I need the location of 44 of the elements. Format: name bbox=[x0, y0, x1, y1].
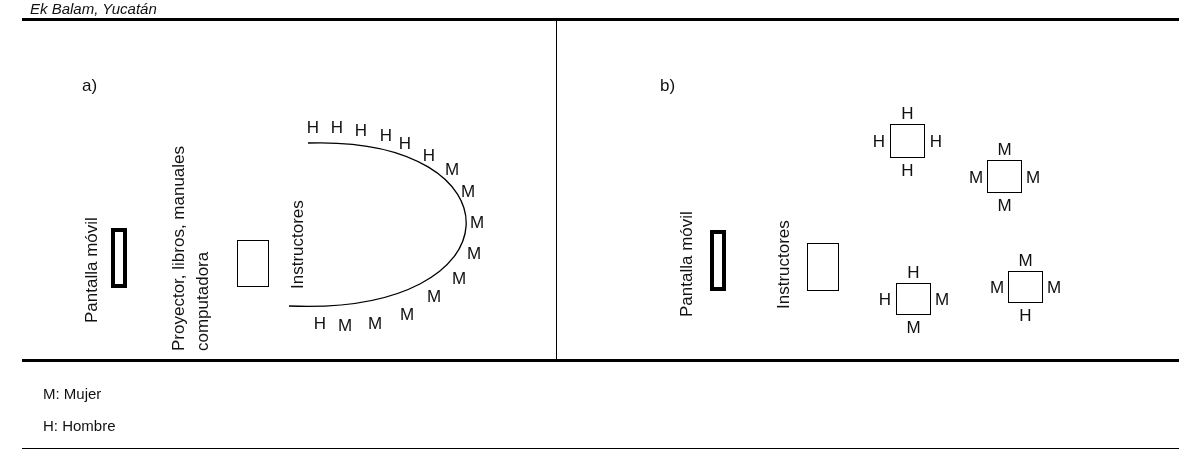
seat-letter: M bbox=[451, 269, 467, 287]
screen-label: Pantalla móvil bbox=[676, 210, 697, 317]
seat-letter: M bbox=[367, 314, 383, 332]
seat-letter: H bbox=[901, 161, 914, 179]
seat-letter: M bbox=[906, 318, 921, 336]
seat-letter: M bbox=[399, 305, 415, 323]
seat-letter: M bbox=[1046, 278, 1062, 296]
seat-letter: M bbox=[466, 244, 482, 262]
seat-letter: H bbox=[379, 126, 393, 144]
instructors-label: Instructores bbox=[287, 199, 308, 289]
seat-letter: M bbox=[989, 278, 1005, 296]
seat-letter: M bbox=[337, 316, 353, 334]
seat-letter: M bbox=[1018, 251, 1033, 269]
seat-letter: M bbox=[469, 213, 485, 231]
seat-letter: M bbox=[968, 168, 984, 185]
key-text: M: Mujer bbox=[43, 385, 102, 402]
seat-letter: M bbox=[444, 160, 460, 178]
panel-letter: a) bbox=[82, 76, 98, 96]
seat-letter: H bbox=[398, 134, 412, 152]
equipment-label: Proyector, libros, manuales computadora bbox=[168, 144, 213, 351]
seat-letter: M bbox=[934, 290, 950, 308]
seat-letter: M bbox=[460, 182, 476, 200]
panel-frame bbox=[22, 18, 557, 362]
seat-letter: H bbox=[313, 314, 327, 332]
key-text: H: Hombre bbox=[43, 417, 116, 434]
seat-letter: H bbox=[901, 104, 914, 122]
seat-letter: H bbox=[354, 121, 368, 139]
seat-letter: H bbox=[1019, 306, 1032, 324]
seat-letter: H bbox=[878, 290, 892, 308]
seat-letter: H bbox=[306, 118, 320, 136]
seat-letter: M bbox=[1025, 168, 1041, 185]
seat-letter: H bbox=[929, 132, 943, 150]
seat-letter: M bbox=[997, 140, 1012, 158]
panel-frame bbox=[557, 18, 1179, 362]
screen-label: Pantalla móvil bbox=[81, 216, 102, 323]
instructors-label: Instructores bbox=[773, 219, 794, 309]
seat-letter: H bbox=[872, 132, 886, 150]
seat-letter: M bbox=[997, 196, 1012, 214]
seat-letter: H bbox=[907, 263, 920, 281]
heading-text: Ek Balam, Yucatán bbox=[30, 0, 157, 17]
seat-letter: H bbox=[422, 146, 436, 164]
seat-letter: M bbox=[426, 287, 442, 305]
seat-letter: H bbox=[330, 118, 344, 136]
panel-letter: b) bbox=[660, 76, 676, 96]
